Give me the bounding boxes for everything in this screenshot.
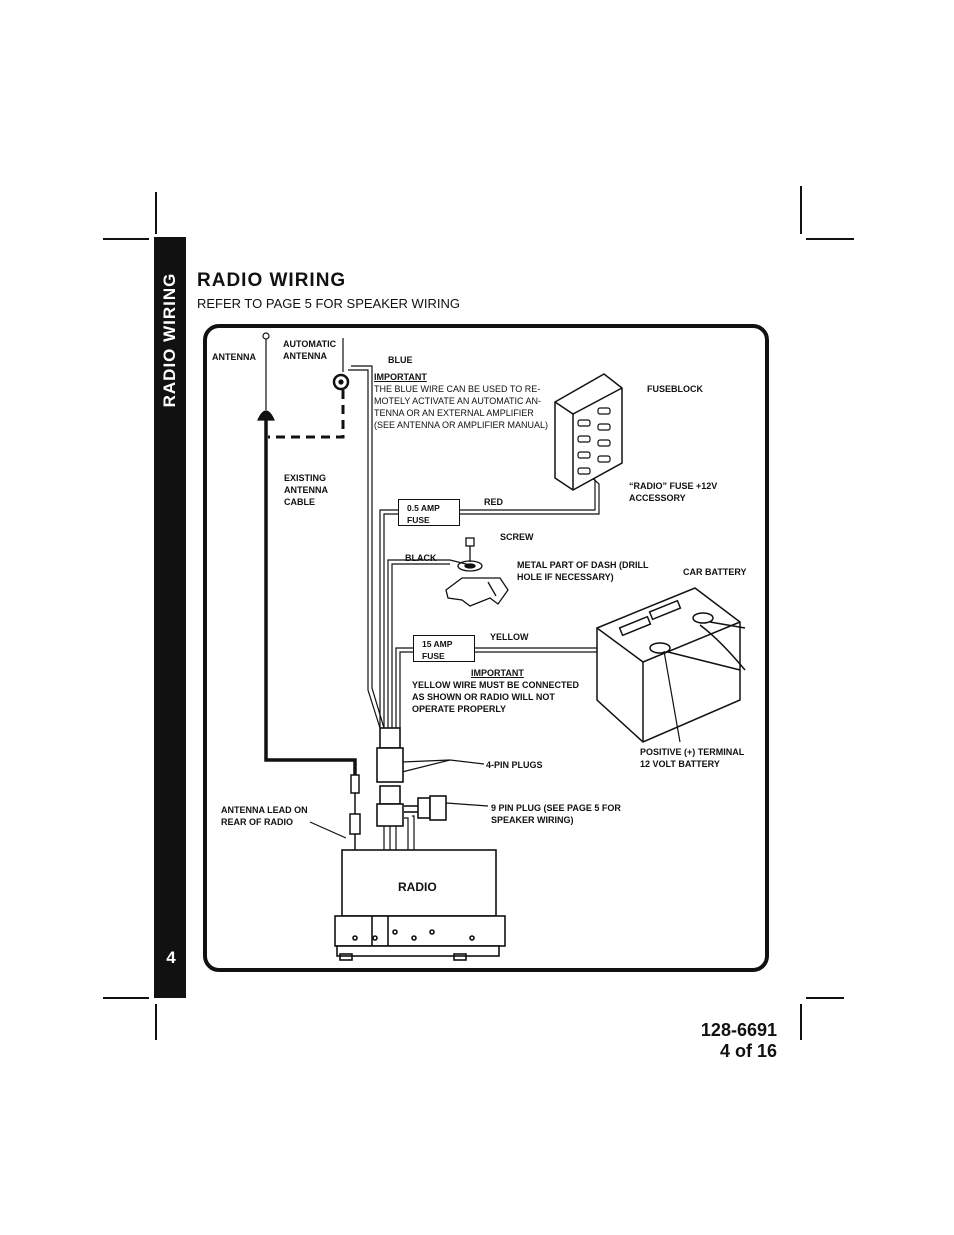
label-yellow-note: YELLOW WIRE MUST BE CONNECTED AS SHOWN O… <box>412 680 579 714</box>
crop-mark <box>800 186 802 234</box>
doc-number: 128-6691 <box>700 1020 777 1040</box>
page-of: 4 of 16 <box>719 1041 777 1061</box>
crop-mark <box>806 238 854 240</box>
existing-antenna-cable <box>264 420 357 775</box>
label-blue: BLUE <box>388 355 413 365</box>
antenna-cable-link <box>268 390 345 439</box>
wiring-diagram-frame <box>203 324 769 972</box>
antenna-lead-icon <box>349 774 361 850</box>
crop-mark <box>800 1004 802 1040</box>
label-car-battery: CAR BATTERY <box>683 567 747 577</box>
label-antenna: ANTENNA <box>212 352 256 362</box>
radio-unit-icon <box>334 849 506 961</box>
screw-icon <box>457 537 483 572</box>
nine-pin-plug-icon <box>404 795 447 821</box>
crop-mark <box>103 997 149 999</box>
label-existing-antenna-cable: EXISTING ANTENNA CABLE <box>284 473 328 507</box>
label-black: BLACK <box>405 553 437 563</box>
label-fuseblock: FUSEBLOCK <box>647 384 703 394</box>
label-important-yellow: IMPORTANT <box>471 668 524 678</box>
label-red: RED <box>484 497 504 507</box>
label-important-blue: IMPORTANT <box>374 372 427 382</box>
page-title: RADIO WIRING <box>197 270 347 291</box>
crop-mark <box>103 238 149 240</box>
fuse-15-amp: 15 AMP FUSE <box>413 635 475 662</box>
label-positive-terminal: POSITIVE (+) TERMINAL 12 VOLT BATTERY <box>640 747 745 769</box>
fuseblock-icon <box>554 373 623 491</box>
label-radio: RADIO <box>398 880 437 894</box>
fuse-05-amp: 0.5 AMP FUSE <box>398 499 460 526</box>
crop-mark <box>806 997 844 999</box>
document-number: 128-6691 4 of 16 <box>701 1020 777 1062</box>
label-metal-dash: METAL PART OF DASH (DRILL HOLE IF NECESS… <box>517 560 649 582</box>
label-automatic-antenna: AUTOMATIC ANTENNA <box>283 339 337 361</box>
label-screw: SCREW <box>500 532 534 542</box>
label-nine-pin-plug: 9 PIN PLUG (SEE PAGE 5 FOR SPEAKER WIRIN… <box>491 803 621 825</box>
crop-mark <box>155 1004 157 1040</box>
label-radio-fuse: “RADIO” FUSE +12V ACCESSORY <box>629 481 718 503</box>
section-tab <box>154 237 186 998</box>
label-antenna-lead: ANTENNA LEAD ON REAR OF RADIO <box>221 805 308 827</box>
antenna-icon <box>257 332 275 421</box>
section-tab-page-number: 4 <box>166 948 176 967</box>
four-pin-plug-icon <box>376 727 404 827</box>
label-yellow: YELLOW <box>490 632 529 642</box>
car-battery-icon <box>596 587 746 743</box>
automatic-antenna-icon <box>332 338 350 391</box>
dash-metal-icon <box>445 577 509 607</box>
blue-wire <box>348 369 381 729</box>
label-four-pin-plugs: 4-PIN PLUGS <box>486 760 543 770</box>
crop-mark <box>155 192 157 234</box>
label-blue-note: THE BLUE WIRE CAN BE USED TO RE-MOTELY A… <box>374 384 549 430</box>
page-subtitle: REFER TO PAGE 5 FOR SPEAKER WIRING <box>197 296 460 311</box>
